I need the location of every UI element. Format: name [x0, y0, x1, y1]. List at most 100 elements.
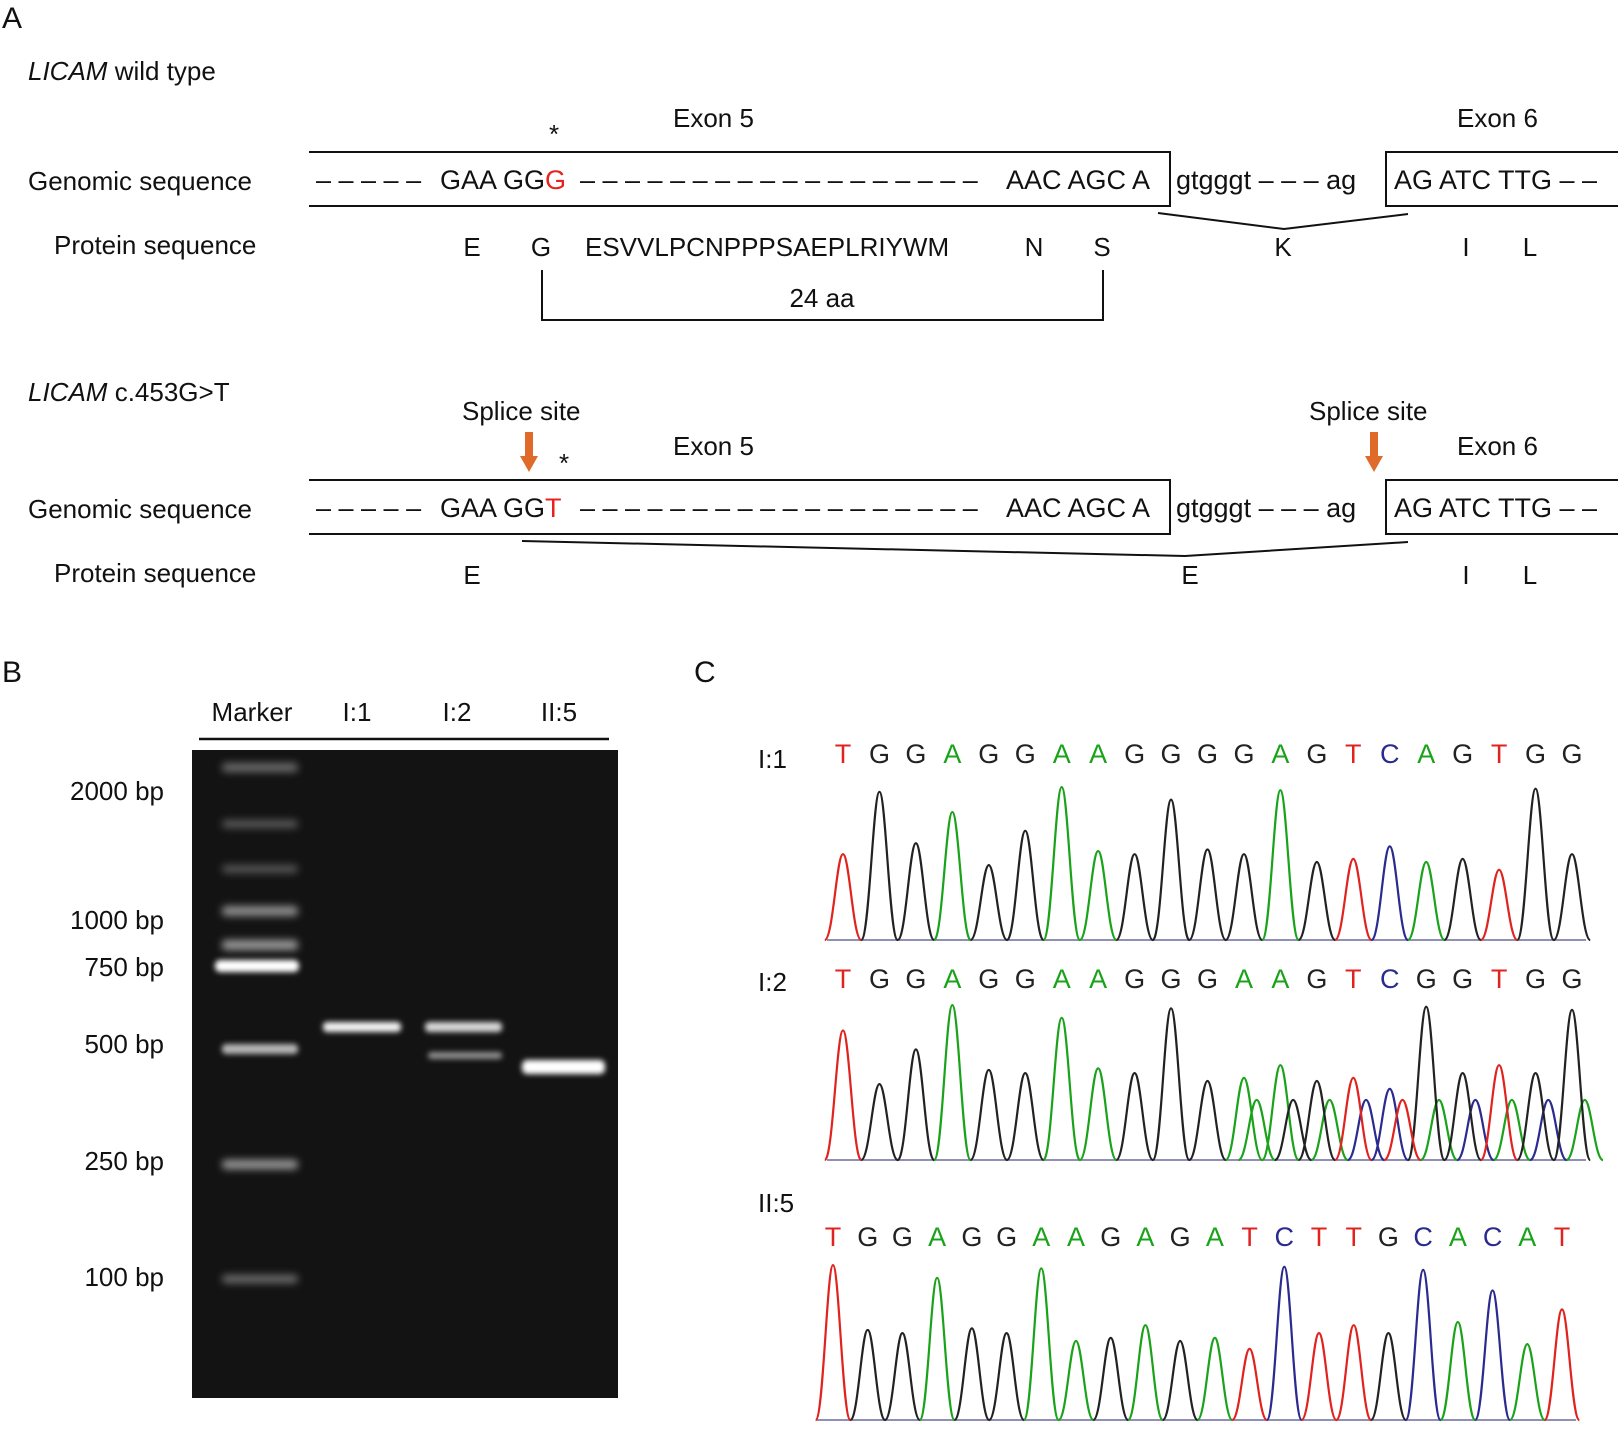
- ladder-label-500: 500 bp: [84, 1029, 164, 1059]
- mut-protein-row-label: Protein sequence: [54, 558, 256, 588]
- wt-24aa-label: 24 aa: [789, 283, 855, 313]
- trace-2-base-13: C: [1275, 1222, 1295, 1252]
- gel-lane-label-ii5: II:5: [541, 697, 577, 727]
- ladder-band-250: [222, 1160, 298, 1169]
- ladder-band-850: [222, 940, 298, 950]
- trace-0-base-16: A: [1417, 739, 1435, 769]
- gel-band-ii5: [522, 1060, 605, 1074]
- wt-aa-s: S: [1093, 232, 1110, 262]
- wt-exon5-label: Exon 5: [673, 103, 754, 133]
- trace-1-base-3: A: [943, 964, 961, 994]
- wt-mutation-star: *: [549, 119, 559, 149]
- trace-1-base-4: G: [978, 964, 999, 994]
- mut-exon5-label: Exon 5: [673, 431, 754, 461]
- wt-genomic-row-label: Genomic sequence: [28, 166, 252, 196]
- panel-c-label: C: [694, 656, 716, 689]
- ladder-band-1500: [222, 820, 298, 828]
- trace-0-base-3: A: [943, 739, 961, 769]
- mut-aa-l: L: [1523, 560, 1537, 590]
- trace-1-base-8: G: [1124, 964, 1145, 994]
- ladder-label-100: 100 bp: [84, 1262, 164, 1292]
- trace-2-base-0: T: [825, 1222, 842, 1252]
- gel-ladder-bands: [215, 763, 299, 1283]
- trace-1-base-0: T: [835, 964, 852, 994]
- wt-exon5-box: [309, 151, 1171, 207]
- trace-0-base-10: G: [1197, 739, 1218, 769]
- trace-1-peaks-C: [1346, 1087, 1568, 1162]
- mut-splice-label-right: Splice site: [1309, 396, 1428, 426]
- mut-exon6-seq: AG ATC TTG – –: [1394, 493, 1597, 523]
- gel-lane-label-i1: I:1: [343, 697, 372, 727]
- trace-2-base-11: A: [1206, 1222, 1224, 1252]
- trace-2-base-16: G: [1378, 1222, 1399, 1252]
- trace-2-peaks-A: [918, 1267, 1546, 1422]
- trace-2-peaks-G: [849, 1327, 1407, 1422]
- mut-codons-right: AAC AGC A: [1006, 493, 1150, 523]
- trace-0-base-19: G: [1525, 739, 1546, 769]
- trace-2-base-4: G: [961, 1222, 982, 1252]
- trace-0-base-8: G: [1124, 739, 1145, 769]
- trace-0-base-0: T: [835, 739, 852, 769]
- trace-1-base-19: G: [1525, 964, 1546, 994]
- trace-0-base-1: G: [869, 739, 890, 769]
- mut-splice-arrow-left: [520, 432, 538, 472]
- ladder-label-1000: 1000 bp: [70, 905, 164, 935]
- mut-genomic-row-label: Genomic sequence: [28, 494, 252, 524]
- ladder-band-500: [222, 1044, 298, 1054]
- mut-codons-left: GAA GG: [440, 493, 545, 523]
- ladder-label-750: 750 bp: [84, 952, 164, 982]
- ladder-label-2000: 2000 bp: [70, 776, 164, 806]
- trace-1-peaks-G: [860, 1005, 1592, 1162]
- trace-1-base-2: G: [905, 964, 926, 994]
- wt-dashes-left: – – – – –: [316, 165, 421, 195]
- mut-dashes-left: – – – – –: [316, 493, 421, 523]
- mut-title-gene: LICAM: [28, 377, 108, 407]
- mut-intron-seq: gtgggt – – – ag: [1176, 493, 1356, 523]
- trace-1-base-12: A: [1271, 964, 1289, 994]
- trace-0-base-12: A: [1271, 739, 1289, 769]
- mut-aa-i: I: [1462, 560, 1469, 590]
- trace-2-base-14: T: [1311, 1222, 1328, 1252]
- trace-2-base-17: C: [1413, 1222, 1433, 1252]
- trace-1-base-1: G: [869, 964, 890, 994]
- mut-mutation-base: T: [545, 493, 562, 523]
- wt-exon6-box: [1385, 151, 1618, 207]
- trace-0-base-13: G: [1306, 739, 1327, 769]
- trace-1-base-20: G: [1561, 964, 1582, 994]
- mut-title: LICAM c.453G>T: [28, 377, 230, 407]
- trace-1-base-17: G: [1452, 964, 1473, 994]
- wt-aa-i: I: [1462, 232, 1469, 262]
- trace-2-peaks-T: [814, 1264, 1581, 1422]
- mut-genomic-sequence: – – – – –GAA GGT– – – – – – – – – – – – …: [316, 493, 1597, 523]
- trace-2-base-8: G: [1100, 1222, 1121, 1252]
- mut-splice-arrow-right: [1365, 432, 1383, 472]
- gel-band-i2-upper: [425, 1022, 502, 1032]
- wt-exon6-seq: AG ATC TTG – –: [1394, 165, 1597, 195]
- panel-b-label: B: [2, 656, 22, 689]
- wt-genomic-sequence: – – – – –GAA GGG– – – – – – – – – – – – …: [316, 165, 1597, 195]
- trace-0-base-15: C: [1380, 739, 1400, 769]
- trace-0-base-7: A: [1089, 739, 1107, 769]
- trace-2-base-18: A: [1449, 1222, 1467, 1252]
- wt-protein-row-label: Protein sequence: [54, 230, 256, 260]
- trace-0-peaks-T: [823, 853, 1519, 942]
- wt-dashes-mid: – – – – – – – – – – – – – – – – – –: [580, 165, 978, 195]
- trace-2-base-7: A: [1067, 1222, 1085, 1252]
- trace-0-peaks-G: [860, 787, 1592, 942]
- trace-2-base-15: T: [1345, 1222, 1362, 1252]
- gel-band-i1: [323, 1022, 401, 1032]
- trace-label-2: II:5: [758, 1188, 794, 1218]
- wt-aa-e: E: [463, 232, 480, 262]
- trace-0-base-6: A: [1053, 739, 1071, 769]
- trace-1-base-10: G: [1197, 964, 1218, 994]
- wt-aa-run: ESVVLPCNPPPSAEPLRIYWM: [585, 232, 949, 262]
- trace-0-base-14: T: [1345, 739, 1362, 769]
- wt-title-gene: LICAM: [28, 56, 108, 86]
- wt-24aa-bracket: [541, 270, 1104, 321]
- trace-1-base-13: G: [1306, 964, 1327, 994]
- wt-exon6-label: Exon 6: [1457, 103, 1538, 133]
- ladder-label-250: 250 bp: [84, 1146, 164, 1176]
- trace-2-base-2: G: [892, 1222, 913, 1252]
